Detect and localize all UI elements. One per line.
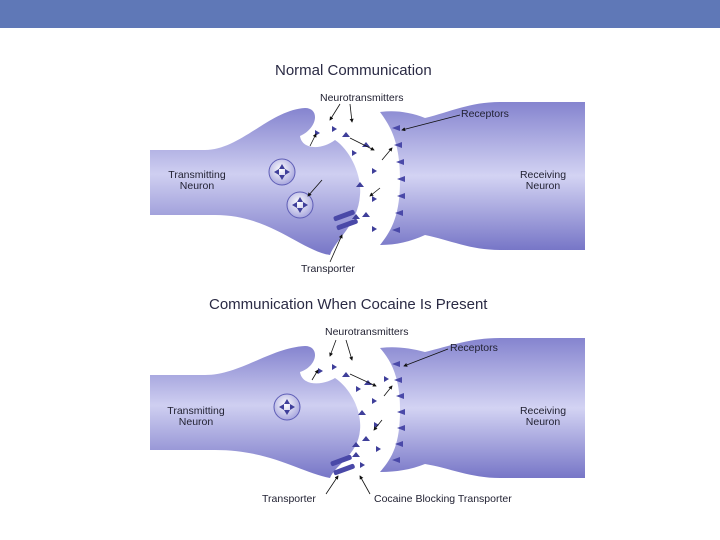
receptors [392,361,405,463]
label-receptors: Receptors [450,342,498,354]
label-neurotransmitters: Neurotransmitters [320,92,404,104]
label-cocaine-blocking-transporter: Cocaine Blocking Transporter [374,493,512,505]
vesicle [268,158,296,186]
panel-cocaine [150,338,585,495]
receptors [392,125,405,233]
label-receiving-neuron: Receiving Neuron [508,170,578,192]
label-line: Neuron [178,416,214,428]
transmitting-neuron [150,346,361,478]
label-line: Neuron [525,416,561,428]
cocaine-molecules [352,452,365,468]
transmitting-neuron [150,108,361,255]
label-line: Receiving [519,169,567,181]
panel-normal [150,102,585,263]
label-receptors: Receptors [461,108,509,120]
label-line: Transmitting [168,169,226,181]
label-receiving-neuron: Receiving Neuron [508,406,578,428]
label-transmitting-neuron: Transmitting Neuron [160,406,232,428]
label-transporter: Transporter [262,493,316,505]
top-banner [0,0,720,28]
label-line: Neuron [525,180,561,192]
transporter [330,454,355,476]
label-neurotransmitters: Neurotransmitters [325,326,409,338]
label-line: Neuron [179,180,215,192]
label-transporter: Transporter [301,263,355,275]
vesicle [273,393,301,421]
transporter [333,209,358,231]
label-line: Receiving [519,405,567,417]
vesicle [286,191,314,219]
receiving-neuron [380,338,585,478]
label-line: Transmitting [167,405,225,417]
panel-title: Normal Communication [275,62,432,79]
panel-title: Communication When Cocaine Is Present [209,296,488,313]
pointer-lines [307,103,461,263]
label-transmitting-neuron: Transmitting Neuron [162,170,232,192]
receiving-neuron [380,102,585,250]
pointer-lines [311,339,449,495]
